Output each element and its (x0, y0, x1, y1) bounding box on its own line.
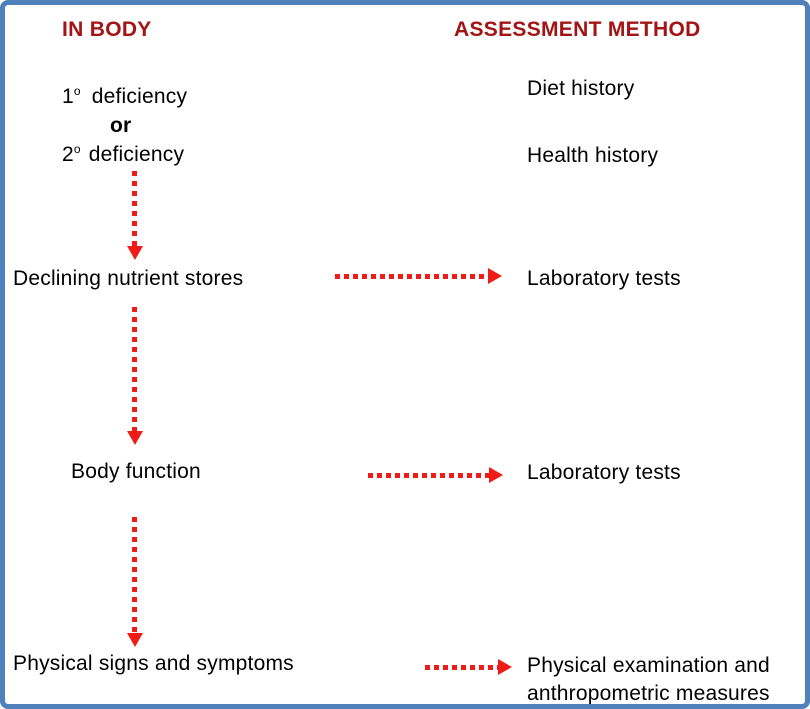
stage-declining-nutrient-stores: Declining nutrient stores (13, 267, 244, 290)
dotted-line (132, 171, 137, 246)
method-diet-history: Diet history (527, 77, 635, 100)
stage-physical-signs-symptoms: Physical signs and symptoms (13, 652, 294, 675)
dotted-line (132, 307, 137, 431)
method-laboratory-tests-2: Laboratory tests (527, 461, 681, 484)
red-dotted-down-arrow-icon (126, 517, 143, 647)
arrowhead (126, 633, 143, 647)
red-dotted-down-arrow-icon (126, 307, 143, 445)
method-physical-examination-line1: Physical examination and (527, 654, 770, 677)
red-dotted-down-arrow-icon (126, 171, 143, 260)
red-dotted-right-arrow-icon (425, 659, 512, 675)
arrowhead (126, 246, 143, 260)
column-header-assessment-method: ASSESSMENT METHOD (454, 18, 701, 41)
arrowhead (488, 268, 502, 284)
arrowhead (489, 467, 503, 483)
arrowhead (498, 659, 512, 675)
dotted-line (335, 273, 488, 279)
method-health-history: Health history (527, 144, 659, 167)
or-label: or (110, 114, 132, 137)
column-header-in-body: IN BODY (62, 18, 152, 41)
red-dotted-right-arrow-icon (335, 268, 502, 284)
stage-body-function: Body function (71, 460, 201, 483)
method-physical-examination: Physical examination and anthropometric … (527, 652, 770, 705)
dotted-line (425, 664, 498, 670)
dotted-line (368, 472, 489, 478)
arrowhead (126, 431, 143, 445)
red-dotted-right-arrow-icon (368, 467, 503, 483)
method-laboratory-tests-1: Laboratory tests (527, 267, 681, 290)
dotted-line (132, 517, 137, 633)
method-physical-examination-line2: anthropometric measures (527, 682, 770, 705)
